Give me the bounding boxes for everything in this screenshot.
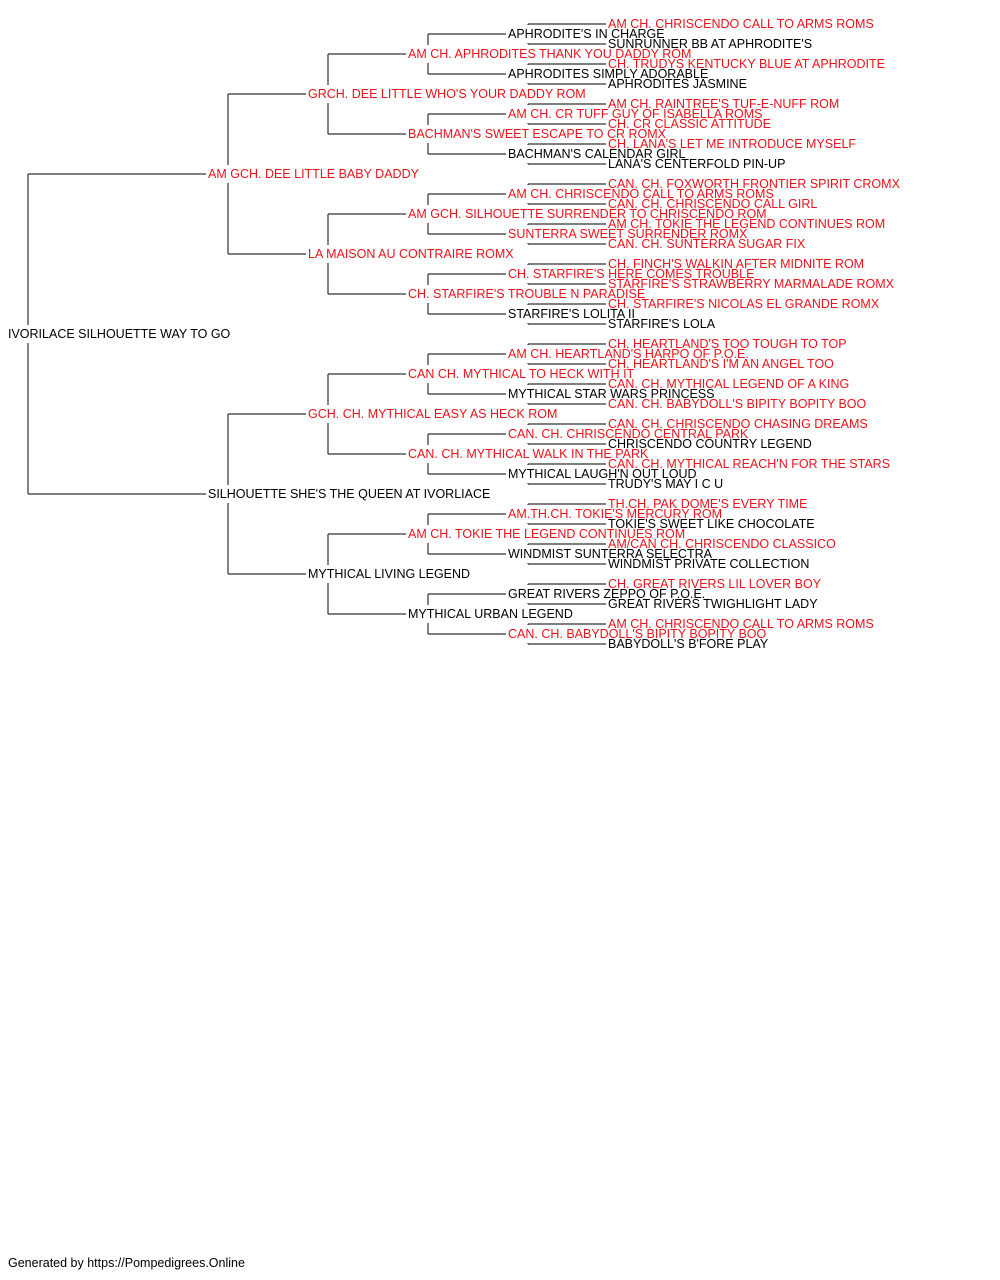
ancestor-name: CH. GREAT RIVERS LIL LOVER BOY	[608, 577, 822, 591]
ancestor-name: MYTHICAL LAUGH'N OUT LOUD	[508, 467, 697, 481]
ancestor-name: GREAT RIVERS TWIGHLIGHT LADY	[608, 597, 818, 611]
ancestor-name: GCH. CH. MYTHICAL EASY AS HECK ROM	[308, 407, 557, 421]
ancestor-name: CAN. CH. SUNTERRA SUGAR FIX	[608, 237, 806, 251]
ancestor-name: AM CH. RAINTREE'S TUF-E-NUFF ROM	[608, 97, 839, 111]
ancestor-name: CH. TRUDYS KENTUCKY BLUE AT APHRODITE	[608, 57, 885, 71]
ancestor-name: LA MAISON AU CONTRAIRE ROMX	[308, 247, 514, 261]
ancestor-name: AM CH. TOKIE THE LEGEND CONTINUES ROM	[408, 527, 685, 541]
generated-by-footer: Generated by https://Pompedigrees.Online	[8, 1256, 245, 1270]
ancestor-name: WINDMIST PRIVATE COLLECTION	[608, 557, 809, 571]
ancestor-name: CAN. CH. CHRISCENDO CENTRAL PARK	[508, 427, 749, 441]
ancestor-name: CAN CH. MYTHICAL TO HECK WITH IT	[408, 367, 635, 381]
ancestor-labels: IVORILACE SILHOUETTE WAY TO GO AM GCH. DE…	[8, 17, 901, 651]
ancestor-name: AM GCH. DEE LITTLE BABY DADDY	[208, 167, 420, 181]
ancestor-name: CH. STARFIRE'S TROUBLE N PARADISE	[408, 287, 645, 301]
ancestor-name: CH. HEARTLAND'S TOO TOUGH TO TOP	[608, 337, 847, 351]
ancestor-name: SUNRUNNER BB AT APHRODITE'S	[608, 37, 812, 51]
ancestor-name: AM GCH. SILHOUETTE SURRENDER TO CHRISCEN…	[408, 207, 767, 221]
ancestor-name: STARFIRE'S STRAWBERRY MARMALADE ROMX	[608, 277, 895, 291]
ancestor-name: SUNTERRA SWEET SURRENDER ROMX	[508, 227, 748, 241]
connector-lines	[27, 23, 606, 645]
ancestor-name: CAN. CH. FOXWORTH FRONTIER SPIRIT CROMX	[608, 177, 901, 191]
ancestor-name: WINDMIST SUNTERRA SELECTRA	[508, 547, 713, 561]
ancestor-name: CAN. CH. CHRISCENDO CHASING DREAMS	[608, 417, 868, 431]
ancestor-name: CAN. CH. CHRISCENDO CALL GIRL	[608, 197, 817, 211]
ancestor-name: AM CH. CHRISCENDO CALL TO ARMS ROMS	[608, 617, 874, 631]
ancestor-name: CAN. CH. MYTHICAL WALK IN THE PARK	[408, 447, 649, 461]
ancestor-name: LANA'S CENTERFOLD PIN-UP	[608, 157, 785, 171]
ancestor-name: TOKIE'S SWEET LIKE CHOCOLATE	[608, 517, 815, 531]
ancestor-name: BABYDOLL'S B'FORE PLAY	[608, 637, 769, 651]
ancestor-name: AM.TH.CH. TOKIE'S MERCURY ROM	[508, 507, 722, 521]
ancestor-name: APHRODITE'S IN CHARGE	[508, 27, 665, 41]
ancestor-name: CAN. CH. BABYDOLL'S BIPITY BOPITY BOO	[608, 397, 867, 411]
ancestor-name: AM/CAN CH. CHRISCENDO CLASSICO	[608, 537, 836, 551]
ancestor-name: AM CH. CR TUFF GUY OF ISABELLA ROMS	[508, 107, 762, 121]
ancestor-name: STARFIRE'S LOLITA II	[508, 307, 635, 321]
ancestor-name: MYTHICAL STAR WARS PRINCESS	[508, 387, 715, 401]
ancestor-name: AM CH. TOKIE THE LEGEND CONTINUES ROM	[608, 217, 885, 231]
ancestor-name: MYTHICAL URBAN LEGEND	[408, 607, 573, 621]
ancestor-name: TRUDY'S MAY I C U	[608, 477, 723, 491]
ancestor-name: APHRODITES JASMINE	[608, 77, 747, 91]
ancestor-name: CH. CR CLASSIC ATTITUDE	[608, 117, 771, 131]
ancestor-name: APHRODITES SIMPLY ADORABLE	[508, 67, 708, 81]
ancestor-name: CH. HEARTLAND'S I'M AN ANGEL TOO	[608, 357, 834, 371]
ancestor-name: GREAT RIVERS ZEPPO OF P.O.E.	[508, 587, 705, 601]
ancestor-name: BACHMAN'S CALENDAR GIRL	[508, 147, 685, 161]
ancestor-name: GRCH. DEE LITTLE WHO'S YOUR DADDY ROM	[308, 87, 586, 101]
ancestor-name: STARFIRE'S LOLA	[608, 317, 716, 331]
ancestor-name: CH. FINCH'S WALKIN AFTER MIDNITE ROM	[608, 257, 864, 271]
ancestor-name: IVORILACE SILHOUETTE WAY TO GO	[8, 327, 231, 341]
ancestor-name: BACHMAN'S SWEET ESCAPE TO CR ROMX	[408, 127, 667, 141]
ancestor-name: CH. STARFIRE'S NICOLAS EL GRANDE ROMX	[608, 297, 880, 311]
ancestor-name: CH. STARFIRE'S HERE COMES TROUBLE	[508, 267, 754, 281]
ancestor-name: CAN. CH. BABYDOLL'S BIPITY BOPITY BOO	[508, 627, 767, 641]
ancestor-name: AM CH. CHRISCENDO CALL TO ARMS ROMS	[508, 187, 774, 201]
ancestor-name: SILHOUETTE SHE'S THE QUEEN AT IVORLIACE	[208, 487, 490, 501]
ancestor-name: TH.CH. PAK DOME'S EVERY TIME	[608, 497, 807, 511]
ancestor-name: AM CH. APHRODITES THANK YOU DADDY ROM	[408, 47, 691, 61]
ancestor-name: CHRISCENDO COUNTRY LEGEND	[608, 437, 812, 451]
ancestor-name: CAN. CH. MYTHICAL REACH'N FOR THE STARS	[608, 457, 890, 471]
ancestor-name: CH. LANA'S LET ME INTRODUCE MYSELF	[608, 137, 856, 151]
ancestor-name: AM CH. CHRISCENDO CALL TO ARMS ROMS	[608, 17, 874, 31]
ancestor-name: MYTHICAL LIVING LEGEND	[308, 567, 470, 581]
ancestor-name: AM CH. HEARTLAND'S HARPO OF P.O.E.	[508, 347, 749, 361]
ancestor-name: CAN. CH. MYTHICAL LEGEND OF A KING	[608, 377, 849, 391]
